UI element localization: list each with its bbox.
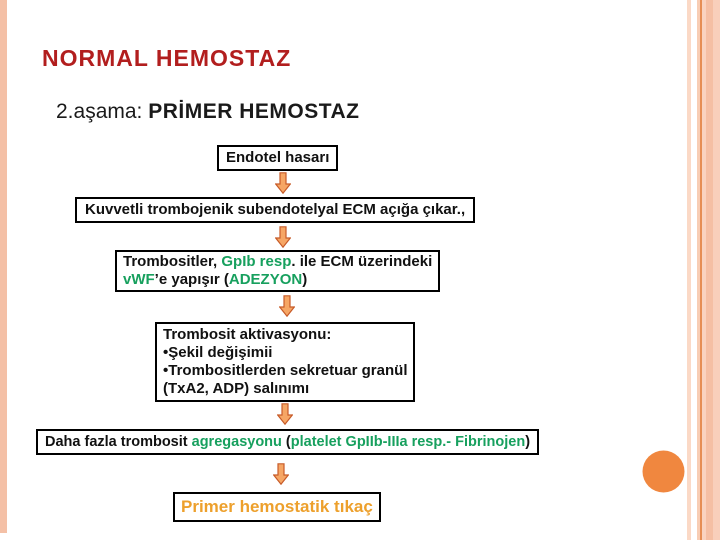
slide-edge-stripe-left	[0, 0, 7, 533]
slide-edge-stripe-right	[700, 0, 702, 540]
down-arrow-icon	[273, 463, 289, 485]
slide-edge-stripe-right	[706, 0, 713, 540]
flow-box-text-segment: Endotel hasarı	[226, 149, 330, 166]
subtitle-main-label: PRİMER HEMOSTAZ	[148, 100, 360, 123]
flow-box-text-segment: Kuvvetli trombojenik subendotelyal ECM a…	[85, 201, 466, 218]
flow-box-ecm-aciga-cikar: Kuvvetli trombojenik subendotelyal ECM a…	[75, 197, 476, 223]
slide-edge-stripe-right	[687, 0, 691, 540]
flow-box-text-segment: •Şekil değişimii	[163, 344, 273, 361]
slide-subtitle: 2.aşama: PRİMER HEMOSTAZ	[56, 100, 360, 124]
flow-box-text-segment: )	[302, 271, 308, 288]
flow-box-text-segment: •Trombositlerden sekretuar granül	[163, 362, 408, 379]
flow-box-text-segment: agregasyonu	[191, 434, 282, 450]
slide-title: NORMAL HEMOSTAZ	[42, 45, 292, 71]
slide-edge-stripe-right	[702, 0, 706, 540]
flow-box-text-segment: GpIb resp	[221, 253, 292, 270]
flow-box-text-segment: Primer hemostatik tıkaç	[181, 497, 373, 516]
down-arrow-icon	[275, 226, 291, 248]
flow-box-endotel-hasari: Endotel hasarı	[217, 145, 339, 171]
slide-edge-stripe-right	[697, 0, 700, 540]
flow-box-text-segment: (TxA2, ADP) salınımı	[163, 380, 310, 397]
orange-circle-decoration	[642, 450, 685, 493]
flow-box-text-segment: vWF	[123, 271, 155, 288]
slide-edge-stripe-right	[713, 0, 720, 540]
flow-box-text-segment: )	[525, 434, 531, 450]
flow-box-text-segment: Trombositler,	[123, 253, 222, 270]
flow-box-text-segment: ADEZYON	[228, 271, 303, 288]
flow-box-adezyon: Trombositler, GpIb resp. ile ECM üzerind…	[115, 250, 441, 292]
flow-box-text-segment: . ile ECM üzerindeki	[291, 253, 433, 270]
down-arrow-icon	[277, 403, 293, 425]
flow-box-text-segment: Trombosit aktivasyonu:	[163, 326, 332, 343]
flow-box-text-segment: ’e yapışır (	[154, 271, 229, 288]
down-arrow-icon	[279, 295, 295, 317]
flow-box-trombosit-aktivasyonu: Trombosit aktivasyonu:•Şekil değişimii•T…	[155, 322, 416, 402]
flow-box-text-segment: platelet GpIIb-IIIa resp.- Fibrinojen	[290, 434, 526, 450]
down-arrow-icon	[275, 172, 291, 194]
flow-box-text-segment: Daha fazla trombosit	[45, 434, 192, 450]
flow-box-text-segment: (	[281, 434, 291, 450]
subtitle-stage-label: 2.aşama:	[56, 100, 149, 123]
flow-box-primer-hemostatik-tikac: Primer hemostatik tıkaç	[173, 492, 381, 522]
flow-box-agregasyon: Daha fazla trombosit agregasyonu (platel…	[36, 429, 540, 455]
